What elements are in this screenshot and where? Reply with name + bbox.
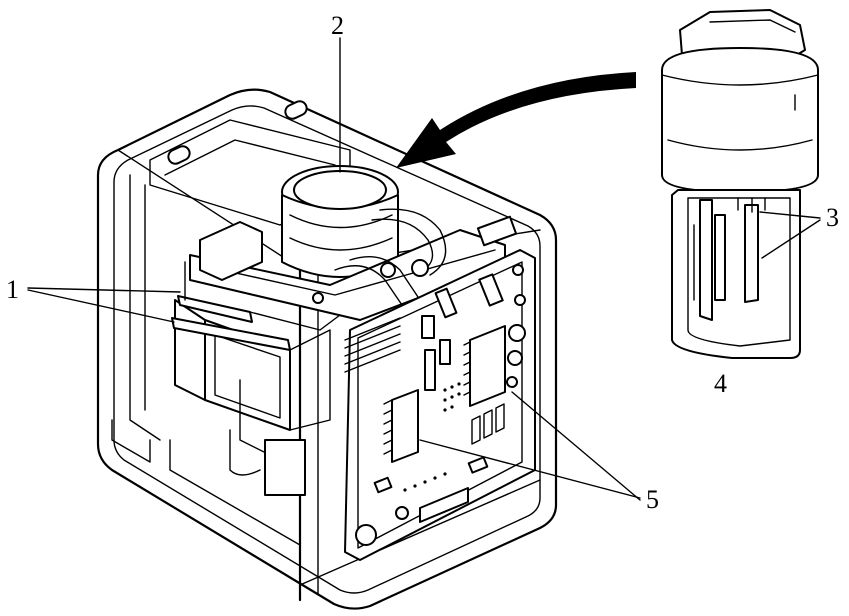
insertion-arrow bbox=[396, 72, 636, 168]
callout-1: 1 bbox=[6, 275, 19, 304]
callout-4: 4 bbox=[714, 369, 727, 398]
callout-3: 3 bbox=[826, 203, 839, 232]
board-solder-dots bbox=[403, 382, 461, 492]
callout-2: 2 bbox=[331, 11, 344, 40]
leader-lines bbox=[27, 37, 821, 501]
socket-assembly bbox=[171, 165, 518, 351]
circuit-board bbox=[344, 249, 536, 561]
plug-in-module bbox=[661, 9, 819, 359]
callout-5: 5 bbox=[646, 485, 659, 514]
